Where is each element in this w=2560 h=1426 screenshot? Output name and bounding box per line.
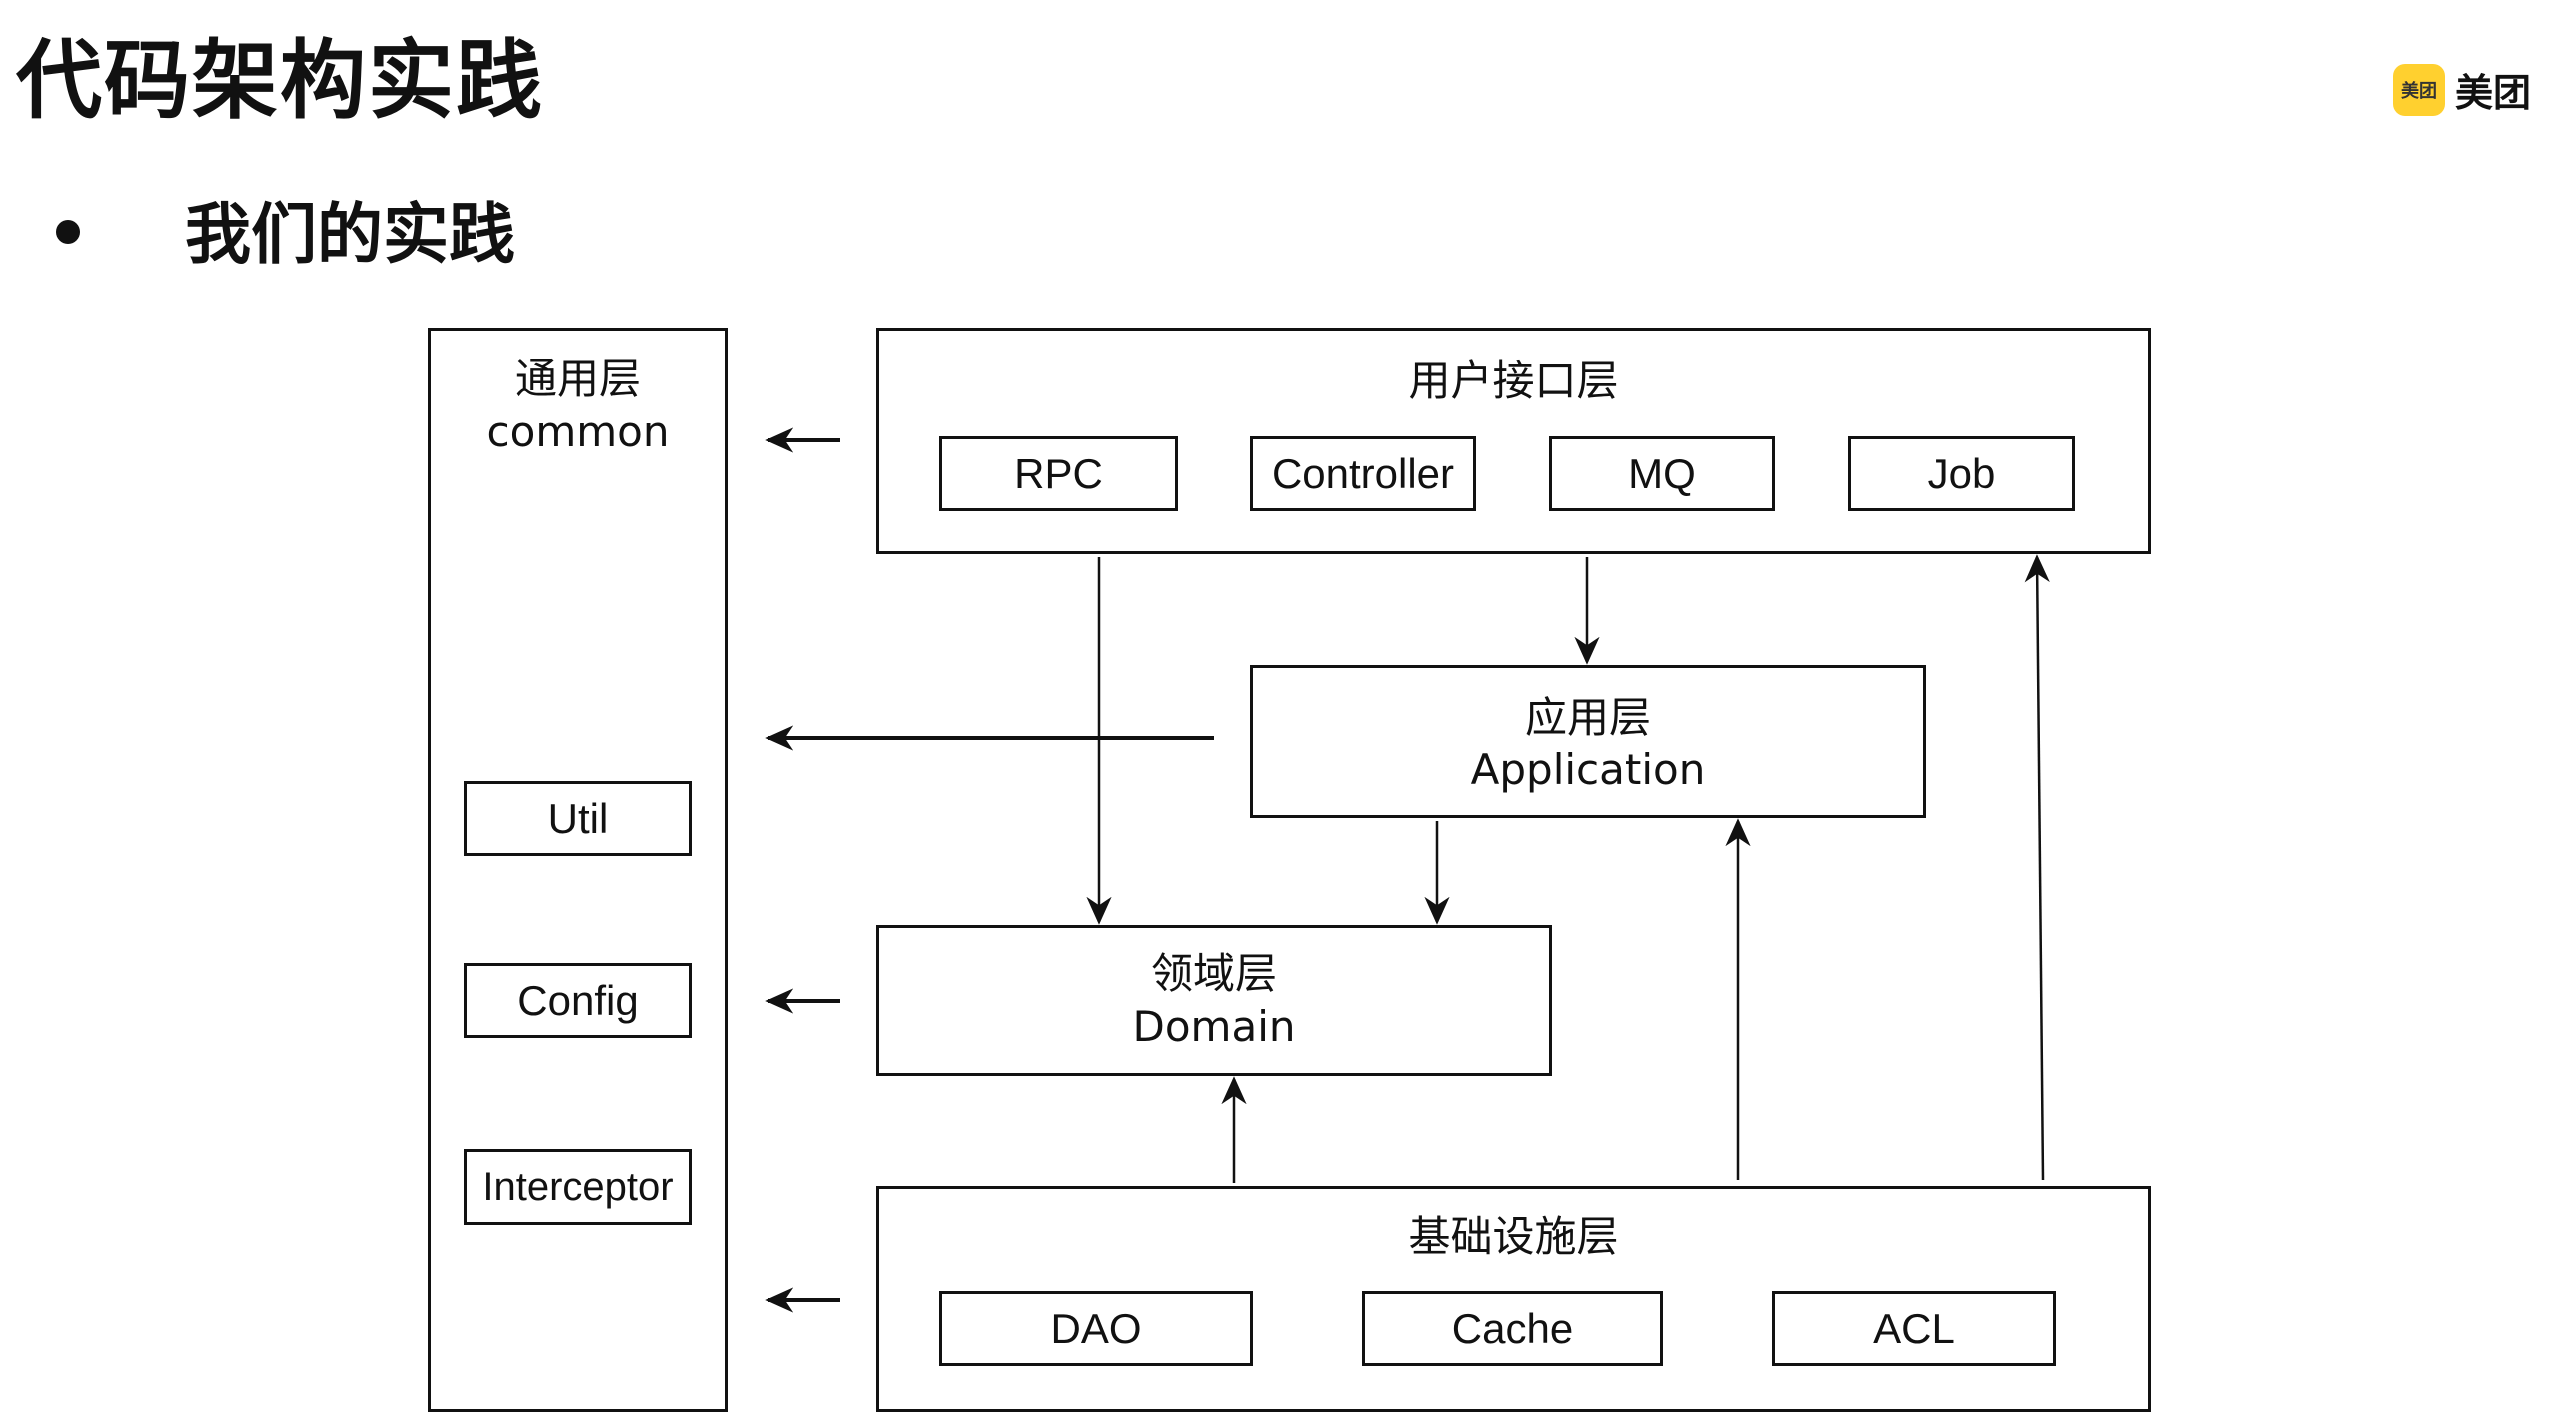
component-acl: ACL: [1772, 1291, 2056, 1366]
component-config: Config: [464, 963, 692, 1038]
bullet-text: 我们的实践: [185, 196, 515, 273]
component-controller: Controller: [1250, 436, 1476, 511]
application-layer: 应用层 Application: [1250, 665, 1926, 818]
common-layer-title-en: common: [486, 407, 670, 456]
logo-text: 美团: [2455, 71, 2532, 115]
logo-badge-icon: 美团: [2393, 63, 2445, 116]
bullet-dot: [56, 220, 80, 244]
application-layer-title-en: Application: [1470, 745, 1706, 794]
application-layer-title-zh: 应用层: [1524, 693, 1651, 742]
domain-layer: 领域层 Domain: [876, 925, 1552, 1076]
meituan-logo: 美团 美团: [2393, 62, 2531, 117]
component-util: Util: [464, 781, 692, 856]
infrastructure-layer-title: 基础设施层: [1408, 1212, 1619, 1261]
common-layer-title-zh: 通用层: [514, 354, 641, 403]
component-job: Job: [1848, 436, 2075, 511]
component-rpc: RPC: [939, 436, 1178, 511]
component-cache: Cache: [1362, 1291, 1663, 1366]
common-layer: 通用层 common: [428, 328, 728, 1412]
component-interceptor: Interceptor: [464, 1149, 692, 1225]
domain-layer-title-en: Domain: [1132, 1002, 1296, 1051]
slide-title: 代码架构实践: [16, 31, 544, 131]
arrow-infrastructure-to-interface: [2024, 554, 2050, 1181]
component-dao: DAO: [939, 1291, 1253, 1366]
component-mq: MQ: [1549, 436, 1775, 511]
interface-layer-title: 用户接口层: [1408, 356, 1619, 405]
domain-layer-title-zh: 领域层: [1150, 949, 1277, 998]
